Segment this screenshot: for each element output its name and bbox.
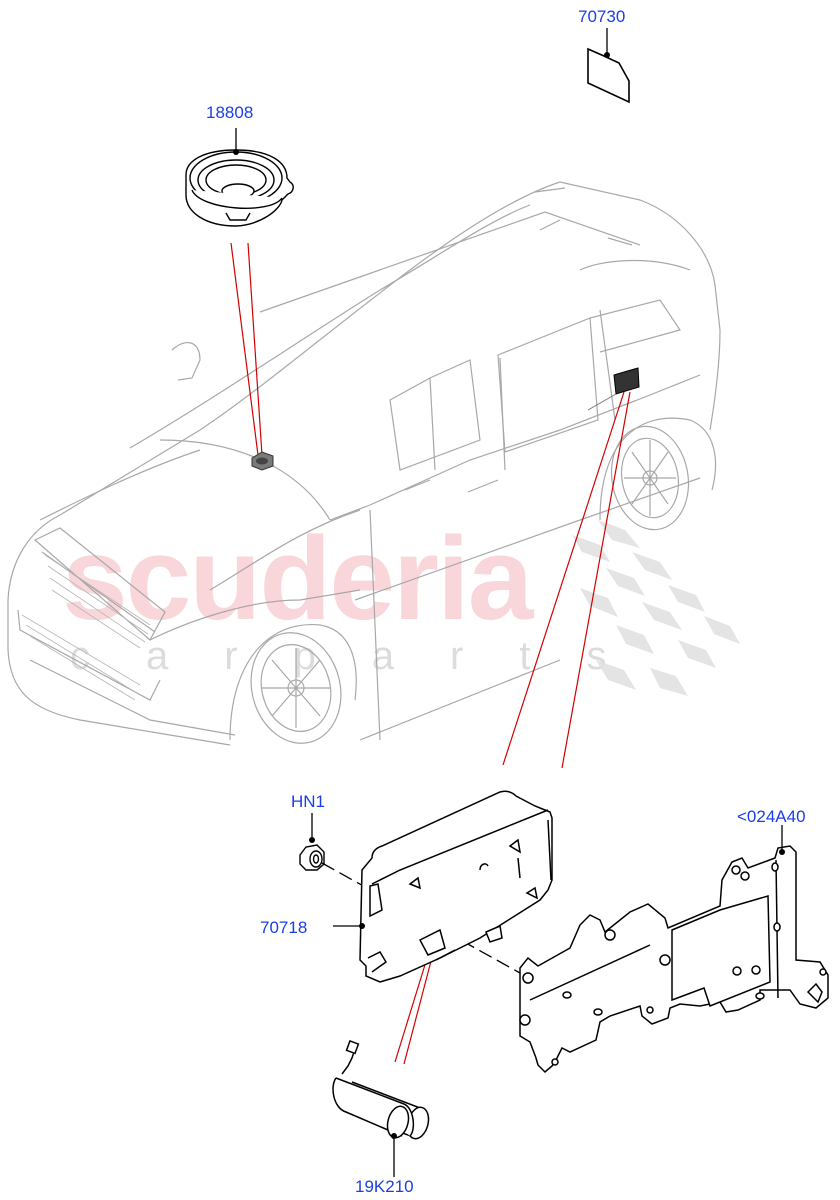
- control-module-part: [359, 790, 553, 983]
- callout-024A40[interactable]: <024A40: [737, 807, 806, 826]
- speaker-location-marker: [251, 451, 274, 471]
- callout-70730[interactable]: 70730: [578, 7, 626, 26]
- vehicle-outline: [7, 181, 721, 746]
- watermark-subtext: carparts: [70, 634, 663, 678]
- callout-70718[interactable]: 70718: [260, 918, 308, 937]
- callout-19K210[interactable]: 19K210: [355, 1177, 414, 1196]
- mounting-bracket-part: [519, 845, 829, 1074]
- backup-battery-part: [332, 1039, 430, 1140]
- label-plate-part: [587, 47, 630, 104]
- speaker-part: [185, 149, 294, 227]
- module-location-marker: [587, 367, 640, 411]
- flange-nut-part: [299, 844, 325, 871]
- checker-flag-watermark: [572, 520, 740, 696]
- callout-HN1[interactable]: HN1: [291, 792, 326, 811]
- callout-18808[interactable]: 18808: [206, 103, 254, 122]
